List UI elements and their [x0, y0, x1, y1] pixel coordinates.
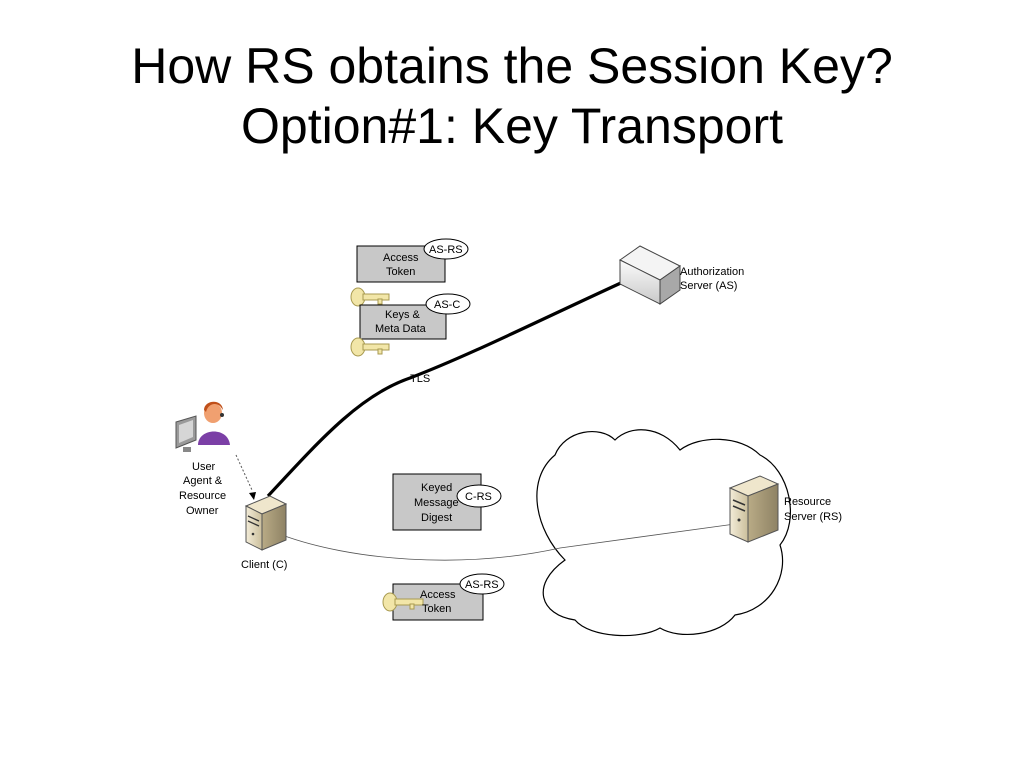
- access-token-top-tag: AS-RS: [429, 244, 463, 256]
- resource-server-icon: [728, 475, 780, 543]
- rs-label-line-1: Resource: [784, 496, 831, 508]
- client-label: Client (C): [241, 559, 287, 571]
- network-cloud: [536, 429, 791, 637]
- as-rs-tag-top: [423, 238, 469, 260]
- keyed-digest-line-3: Digest: [421, 512, 452, 524]
- tls-link: [266, 280, 624, 498]
- keys-meta-line-2: Meta Data: [375, 323, 427, 335]
- user-client-link: [235, 454, 253, 491]
- keyed-digest-line-1: Keyed: [421, 482, 452, 494]
- keyed-digest-tag: C-RS: [465, 491, 492, 503]
- key-icon-1: [350, 287, 390, 307]
- key-icon-2: [350, 337, 390, 357]
- keys-meta-line-1: Keys &: [385, 309, 421, 321]
- authorization-server-icon: [619, 245, 681, 305]
- user-icon: [175, 401, 230, 452]
- slide-title: How RS obtains the Session Key? Option#1…: [0, 36, 1024, 156]
- client-rs-link: [281, 523, 736, 561]
- as-label-line-2: Server (AS): [680, 280, 737, 292]
- tls-label: TLS: [410, 373, 430, 385]
- client-icon: [244, 495, 288, 551]
- rs-label-line-2: Server (RS): [784, 511, 842, 523]
- c-rs-tag: [456, 484, 502, 508]
- title-line-2: Option#1: Key Transport: [241, 98, 783, 154]
- access-token-bottom-line-1: Access: [420, 589, 456, 601]
- user-label-line-4: Owner: [186, 505, 219, 517]
- as-rs-tag-bottom: [459, 573, 505, 595]
- keys-meta-tag: AS-C: [434, 299, 460, 311]
- user-label-line-1: User: [192, 461, 216, 473]
- access-token-top-line-1: Access: [383, 252, 419, 264]
- user-label-line-2: Agent &: [183, 475, 223, 487]
- keys-meta-box: [359, 304, 447, 340]
- arrow-head: [249, 492, 256, 500]
- keyed-digest-line-2: Message: [414, 497, 459, 509]
- user-label-line-3: Resource: [179, 490, 226, 502]
- access-token-bottom-line-2: Token: [422, 603, 451, 615]
- as-label-line-1: Authorization: [680, 266, 744, 278]
- title-line-1: How RS obtains the Session Key?: [131, 38, 893, 94]
- as-c-tag: [425, 293, 471, 315]
- key-icon-3: [382, 592, 424, 612]
- access-token-bottom-tag: AS-RS: [465, 579, 499, 591]
- access-token-top-line-2: Token: [386, 266, 415, 278]
